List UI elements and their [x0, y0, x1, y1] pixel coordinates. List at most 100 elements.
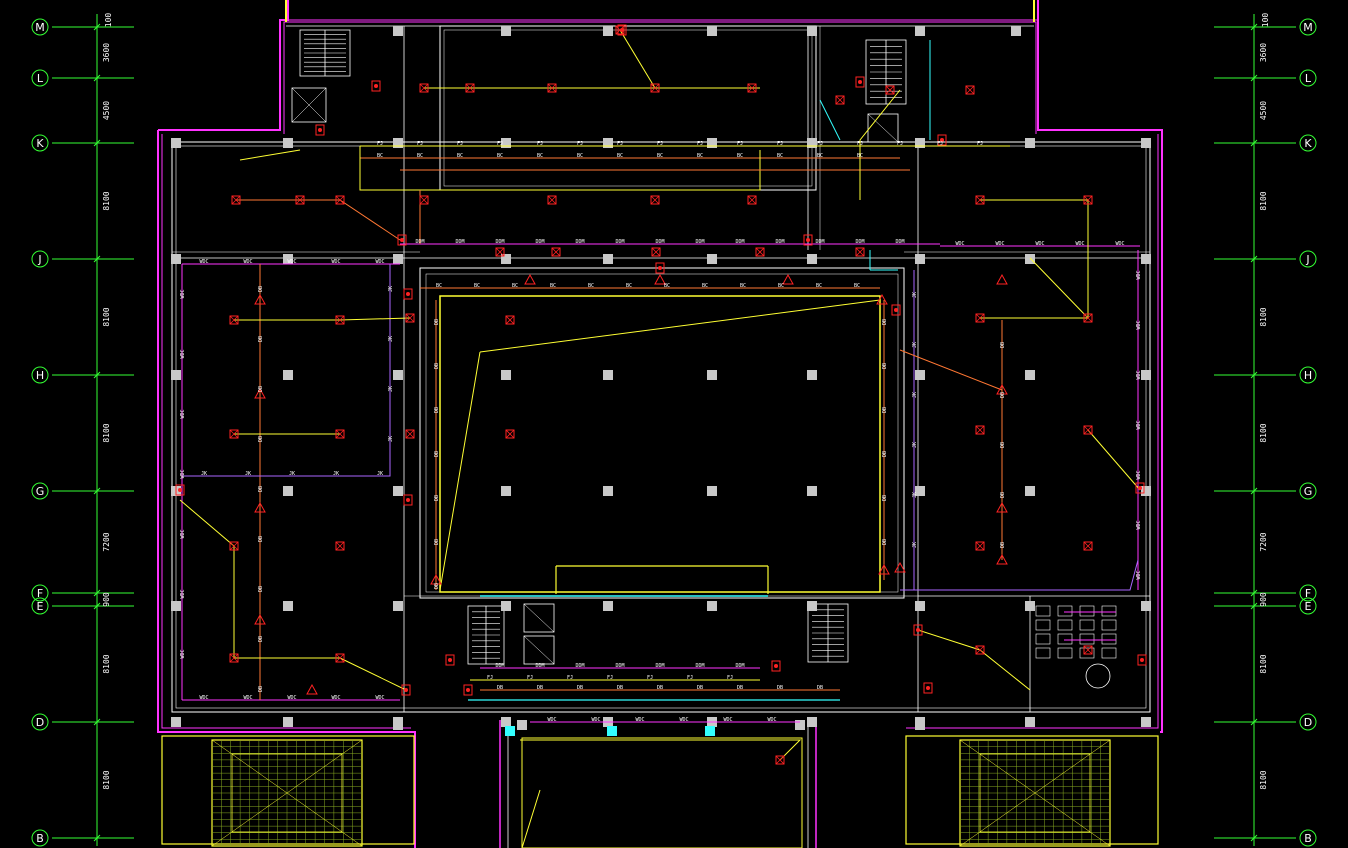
detector-box — [965, 85, 975, 95]
wire-label: DDM — [495, 239, 504, 245]
column — [393, 601, 403, 611]
mcp-dot — [1140, 658, 1144, 662]
column — [603, 138, 613, 148]
wire-label: DB — [657, 685, 663, 691]
mesh-inner — [231, 753, 343, 833]
manual-call-point — [923, 682, 933, 694]
manual-call-point — [463, 684, 473, 696]
outer-wall-north-inner — [283, 21, 1037, 134]
toilet-fixture — [1101, 633, 1117, 645]
column — [807, 26, 817, 36]
wire-label: BC — [702, 283, 708, 289]
column — [915, 370, 925, 380]
axis-label-H: H — [1304, 369, 1312, 382]
column — [501, 717, 511, 727]
wire-label: DB — [258, 586, 264, 592]
detector-x2 — [547, 83, 557, 93]
smoke-detector — [335, 429, 345, 439]
alarm-triangle — [654, 273, 666, 285]
wire-label: DDM — [855, 239, 864, 245]
axis-tick — [1250, 589, 1258, 597]
wire-label: DDM — [575, 663, 584, 669]
wire-label: WDC — [1115, 241, 1124, 247]
wire-west-loop — [190, 264, 391, 477]
axis-bubble-D — [31, 713, 49, 731]
detector-box — [229, 541, 239, 551]
manual-call-point — [891, 304, 901, 316]
axis-bubble-B — [31, 829, 49, 847]
mcp-dot — [318, 128, 322, 132]
axis-dimension-text: 8100 — [1259, 307, 1268, 326]
alarm-triangle — [996, 383, 1008, 395]
detector-x2 — [335, 541, 345, 551]
wire-label: WDC — [1075, 241, 1084, 247]
detector-x2 — [335, 195, 345, 205]
column — [607, 726, 617, 736]
wire-label: DDM — [535, 239, 544, 245]
axis-tick — [93, 589, 101, 597]
wire-label: DB — [882, 495, 888, 501]
wire-label: WDC — [331, 259, 340, 265]
mcp-dot — [448, 658, 452, 662]
wire-label: BC — [550, 283, 556, 289]
smoke-detector — [295, 195, 305, 205]
smoke-detector — [547, 83, 557, 93]
alarm-triangle — [878, 563, 890, 575]
toilet-fixture — [1057, 605, 1073, 617]
column — [171, 601, 181, 611]
mcp-dot — [178, 488, 182, 492]
wire-label: FJ — [687, 675, 693, 681]
smoke-detector — [650, 83, 660, 93]
manual-call-point — [913, 624, 923, 636]
wire-label: WDC — [180, 289, 186, 298]
detector-box — [885, 85, 895, 95]
detector-box — [855, 247, 865, 257]
smoke-detector — [975, 541, 985, 551]
elevator-nw — [291, 87, 327, 123]
column — [1141, 254, 1151, 264]
mesh-diag2 — [211, 739, 363, 847]
column — [171, 717, 181, 727]
column — [603, 254, 613, 264]
alarm-triangle — [254, 387, 266, 399]
mcp-dot — [400, 238, 404, 242]
axis-dimension-text: 8100 — [1259, 191, 1268, 210]
wire-label: DB — [258, 536, 264, 542]
detector-x2 — [747, 195, 757, 205]
outer-wall-ne — [1037, 0, 1163, 733]
axis-dimension-text: 3600 — [1259, 43, 1268, 62]
toilet-fixture — [1035, 605, 1051, 617]
manual-call-point — [803, 234, 813, 246]
interior-outline — [171, 141, 1151, 713]
grid-axes-right: 100MLKJHGFEDB360045008100810081007200900… — [1214, 13, 1317, 847]
wire-sw-loop — [179, 499, 340, 659]
column — [707, 254, 717, 264]
axis-bubble-H — [1299, 366, 1317, 384]
wire-label: WDC — [287, 259, 296, 265]
alarm-device — [996, 383, 1008, 395]
smoke-detector — [747, 195, 757, 205]
mcp-dot — [926, 686, 930, 690]
detector-box — [1083, 541, 1093, 551]
wire-label: FJ — [487, 675, 493, 681]
wire-label: JK — [912, 492, 918, 498]
wire-label: JK — [388, 436, 394, 442]
column — [707, 138, 717, 148]
wire-label: DB — [1000, 442, 1006, 448]
column — [603, 26, 613, 36]
wire-east-diag — [1029, 257, 1089, 319]
axis-tick — [93, 139, 101, 147]
mcp-dot — [620, 28, 624, 32]
smoke-detector — [855, 247, 865, 257]
detector-x2 — [335, 429, 345, 439]
axis-dimension-text: 8100 — [102, 770, 111, 789]
mcp-box — [401, 684, 411, 696]
wire-label: WDC — [679, 717, 688, 723]
column — [1141, 138, 1151, 148]
wire-label: BC — [537, 153, 543, 159]
atrium-void — [439, 295, 881, 593]
wire-label: BC — [740, 283, 746, 289]
detector-box — [975, 195, 985, 205]
wire-label: WDC — [180, 349, 186, 358]
wire-label: FJ — [497, 141, 503, 147]
